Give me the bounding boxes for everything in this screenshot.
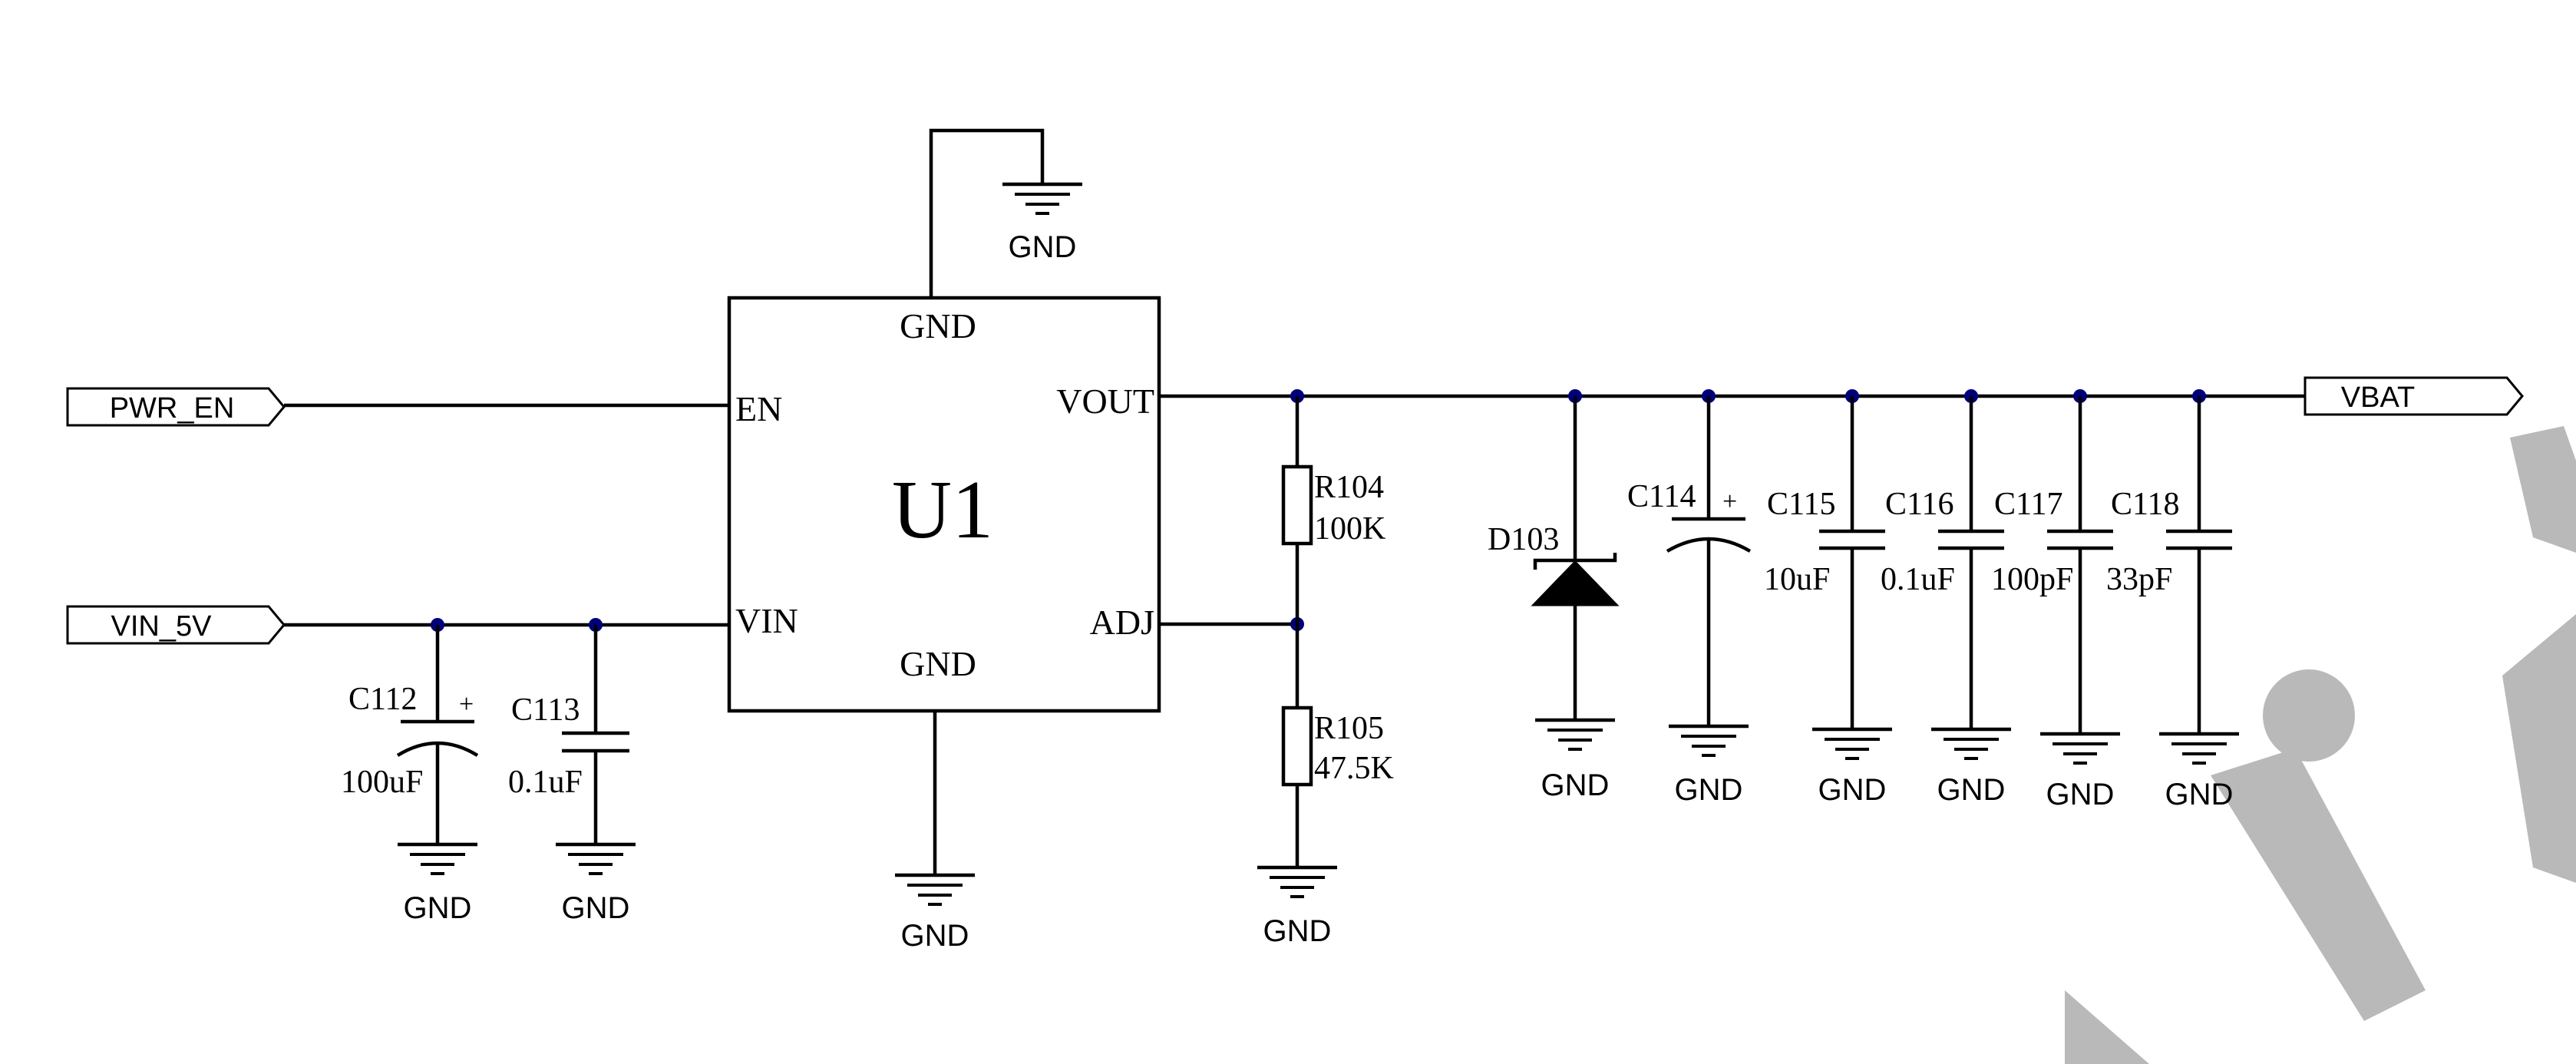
diode-d103 bbox=[1531, 396, 1620, 749]
c115-value: 10uF bbox=[1764, 562, 1830, 597]
ground-label: GND bbox=[1009, 230, 1077, 264]
port-vin-5v-label: VIN_5V bbox=[111, 610, 213, 643]
c117-value: 100pF bbox=[1991, 562, 2073, 597]
ground-label: GND bbox=[1675, 773, 1743, 807]
capacitor-c115 bbox=[1812, 396, 1892, 758]
capacitor-c116 bbox=[1931, 396, 2011, 758]
c112-ref: C112 bbox=[348, 682, 417, 717]
d103-ref: D103 bbox=[1488, 522, 1559, 557]
ground-label: GND bbox=[1937, 773, 2006, 807]
resistor-r104 bbox=[1281, 396, 1313, 624]
c112-polarity: + bbox=[459, 690, 474, 719]
pin-gnd-top-label: GND bbox=[900, 306, 976, 345]
ground-label: GND bbox=[562, 891, 630, 925]
pin-gnd-bottom-label: GND bbox=[900, 644, 976, 683]
ground-label: GND bbox=[1263, 914, 1332, 948]
ground-label: GND bbox=[1541, 768, 1610, 802]
r105-value: 47.5K bbox=[1314, 751, 1394, 786]
c116-ref: C116 bbox=[1885, 487, 1953, 522]
r104-value: 100K bbox=[1314, 511, 1385, 547]
c112-value: 100uF bbox=[341, 765, 423, 800]
port-pwr-en-label: PWR_EN bbox=[110, 392, 235, 425]
capacitor-c114 bbox=[1666, 396, 1752, 755]
r105-ref: R105 bbox=[1314, 711, 1384, 746]
pin-vout-label: VOUT bbox=[1056, 382, 1154, 421]
ground-label: GND bbox=[2165, 778, 2234, 811]
c117-ref: C117 bbox=[1994, 487, 2062, 522]
port-vbat bbox=[2304, 376, 2524, 416]
ground-label: GND bbox=[901, 919, 969, 953]
ground-symbol bbox=[1002, 184, 1082, 213]
capacitor-c112 bbox=[398, 625, 477, 874]
ic-designator: U1 bbox=[892, 464, 993, 556]
ground-label: GND bbox=[1818, 773, 1887, 807]
c115-ref: C115 bbox=[1767, 487, 1835, 522]
c114-polarity: + bbox=[1722, 487, 1737, 516]
pin-en-label: EN bbox=[735, 389, 782, 428]
ground-label: GND bbox=[404, 891, 472, 925]
capacitor-c117 bbox=[2040, 396, 2120, 763]
c118-ref: C118 bbox=[2111, 487, 2179, 522]
port-pwr-en bbox=[66, 387, 286, 427]
resistor-r105 bbox=[1257, 624, 1337, 897]
ic-u1-body bbox=[727, 296, 1161, 713]
c114-ref: C114 bbox=[1627, 479, 1696, 514]
pin-adj-label: ADJ bbox=[1090, 603, 1154, 642]
ground-label: GND bbox=[2046, 778, 2115, 811]
wire-gnd-top bbox=[929, 128, 1045, 298]
watermark bbox=[2065, 426, 2576, 1064]
ground-symbol bbox=[895, 875, 975, 904]
port-vin-5v bbox=[66, 605, 286, 645]
c113-value: 0.1uF bbox=[508, 765, 583, 800]
capacitor-c113 bbox=[556, 625, 636, 874]
c116-value: 0.1uF bbox=[1881, 562, 1955, 597]
capacitor-c118 bbox=[2159, 396, 2239, 763]
pin-vin-label: VIN bbox=[735, 601, 798, 640]
c113-ref: C113 bbox=[511, 692, 580, 728]
port-vbat-label: VBAT bbox=[2341, 382, 2415, 414]
c118-value: 33pF bbox=[2106, 562, 2172, 597]
r104-ref: R104 bbox=[1314, 470, 1384, 505]
